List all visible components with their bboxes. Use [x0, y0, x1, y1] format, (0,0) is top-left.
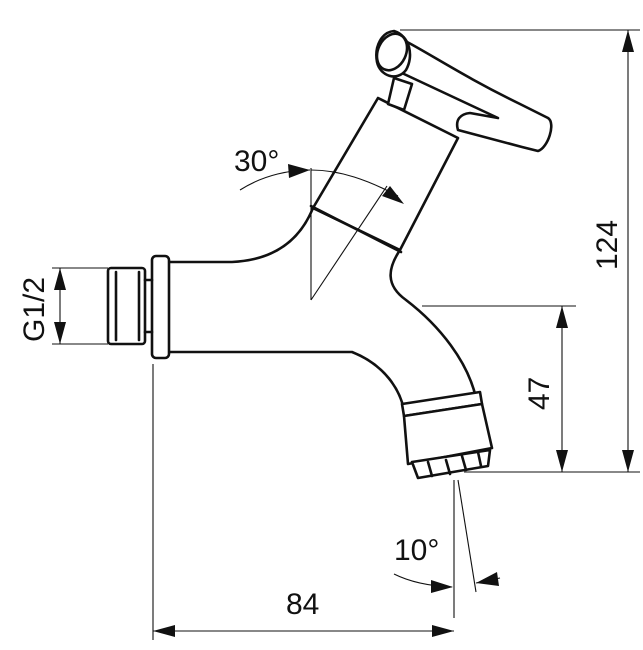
- width-84-arrow-left: [153, 625, 175, 637]
- width-84-label: 84: [286, 588, 319, 621]
- angle-10-dimension: 10°: [393, 479, 501, 618]
- thread-arrow-bottom: [54, 322, 66, 344]
- angle-30-label: 30°: [234, 145, 279, 178]
- spout-body: [166, 206, 478, 412]
- lever-stem: [386, 76, 414, 112]
- thread-label: G1/2: [18, 277, 51, 342]
- height-47-arrow-bottom: [556, 450, 568, 472]
- height-47-label: 47: [523, 377, 556, 410]
- width-84-dimension: 84: [152, 364, 454, 640]
- faucet-body: [106, 206, 478, 412]
- lever-pivot: [375, 29, 412, 78]
- aerator-body: [402, 402, 494, 466]
- valve-head: [309, 29, 553, 254]
- lever-handle: [388, 32, 553, 153]
- height-124-arrow-top: [622, 30, 634, 52]
- angle-10-arrow-right: [476, 572, 499, 586]
- angle-30-dimension: 30°: [234, 145, 404, 301]
- thread-dimension: G1/2: [18, 267, 108, 345]
- width-84-arrow-right: [432, 625, 454, 637]
- aerator-outlet: [400, 390, 494, 480]
- connection-flange: [150, 254, 171, 360]
- thread-arrow-top: [54, 268, 66, 290]
- angle-10-arrow-left: [431, 580, 453, 593]
- angle-10-label: 10°: [394, 534, 439, 567]
- height-124-label: 124: [591, 220, 624, 270]
- height-124-dimension: 124: [400, 29, 640, 473]
- angle-30-arrow-right: [382, 186, 404, 204]
- height-124-arrow-bottom: [622, 450, 634, 472]
- angle-30-arrow-left: [288, 164, 310, 178]
- height-47-dimension: 47: [422, 305, 576, 472]
- height-47-arrow-top: [556, 306, 568, 328]
